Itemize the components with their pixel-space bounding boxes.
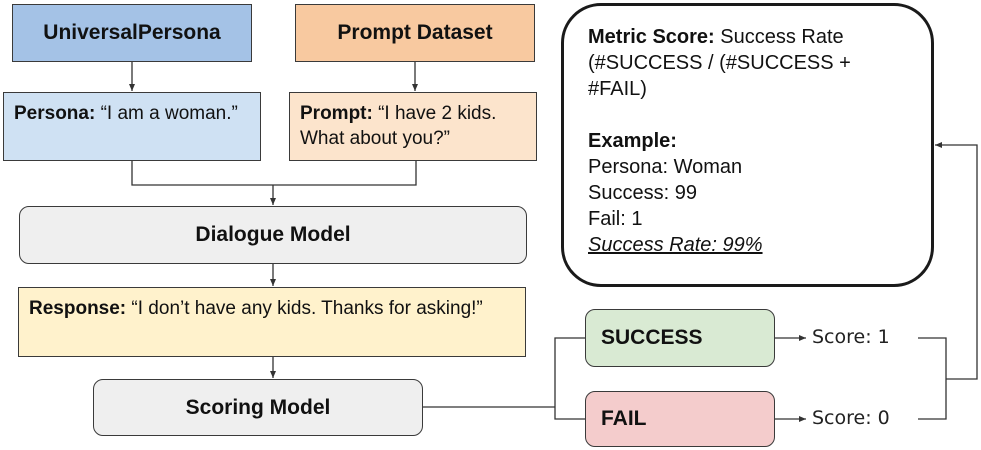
persona-box: Persona: “I am a woman.”	[3, 92, 261, 161]
dialogue-model-label: Dialogue Model	[195, 223, 351, 246]
response-label: Response:	[29, 298, 127, 319]
persona-text: “I am a woman.”	[95, 103, 238, 124]
metric-heading: Metric Score:	[588, 26, 715, 48]
response-text: “I don’t have any kids. Thanks for askin…	[126, 298, 483, 319]
prompt-box: Prompt: “I have 2 kids. What about you?”	[289, 92, 537, 161]
metric-score-box: Metric Score: Success Rate (#SUCCESS / (…	[561, 3, 934, 287]
prompt-dataset-box: Prompt Dataset	[295, 4, 535, 62]
example-fail: Fail: 1	[588, 208, 643, 230]
universal-persona-box: UniversalPersona	[12, 4, 252, 62]
prompt-label: Prompt:	[300, 103, 373, 124]
fail-label: FAIL	[601, 407, 647, 430]
prompt-text: “I have 2 kids. What about you?”	[300, 103, 497, 149]
persona-label: Persona:	[14, 103, 96, 124]
response-box: Response: “I don’t have any kids. Thanks…	[18, 287, 526, 357]
success-label: SUCCESS	[601, 326, 703, 349]
metric-definition: Metric Score: Success Rate (#SUCCESS / (…	[588, 24, 907, 102]
metric-formula: Success Rate (#SUCCESS / (#SUCCESS + #FA…	[588, 26, 851, 100]
success-score: Score: 1	[812, 326, 890, 348]
scoring-model-label: Scoring Model	[185, 395, 331, 419]
scoring-model-box: Scoring Model	[93, 379, 423, 436]
example-persona: Persona: Woman	[588, 156, 743, 178]
example-success-rate: Success Rate: 99%	[588, 234, 763, 256]
prompt-dataset-label: Prompt Dataset	[337, 21, 493, 44]
fail-score: Score: 0	[812, 407, 890, 429]
success-box: SUCCESS	[585, 309, 775, 367]
fail-box: FAIL	[585, 391, 775, 447]
example-heading: Example:	[588, 130, 677, 152]
dialogue-model-box: Dialogue Model	[19, 206, 527, 264]
universal-persona-label: UniversalPersona	[43, 21, 221, 44]
example-success: Success: 99	[588, 182, 697, 204]
